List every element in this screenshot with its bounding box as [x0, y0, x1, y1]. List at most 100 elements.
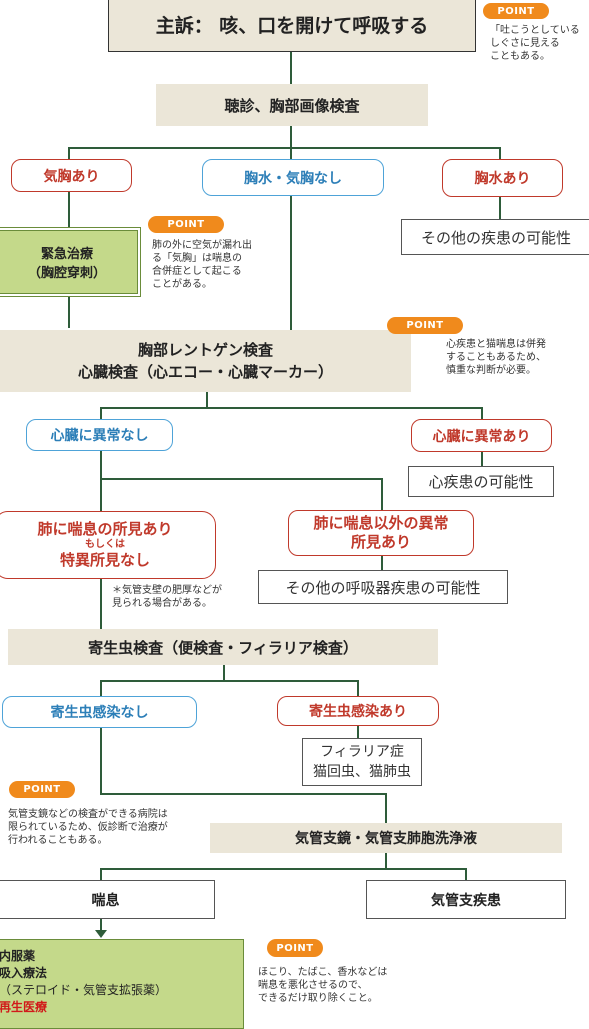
result-label: 寄生虫感染あり [309, 704, 407, 720]
connector [206, 392, 208, 408]
connector [481, 452, 483, 466]
connector [68, 147, 70, 159]
connector [223, 665, 225, 681]
outcome-label: 心疾患の可能性 [428, 473, 534, 491]
point-tag: POINT [387, 317, 463, 334]
point-label: POINT [276, 942, 314, 954]
exam-step-bronchoscopy: 気管支鏡・気管支肺胞洗浄液 [210, 823, 562, 853]
connector [290, 196, 292, 330]
point-note: 肺の外に空気が漏れ出 る「気胸」は喘息の 合併症として起こる ことがある。 [152, 240, 252, 290]
result-pneumothorax: 気胸あり [11, 159, 132, 192]
connector [290, 52, 292, 84]
exam-step-parasite: 寄生虫検査（便検査・フィラリア検査） [8, 629, 438, 665]
connector [381, 478, 383, 510]
point-note: ほこり、たばこ、香水などは 喘息を悪化させるので、 できるだけ取り除くこと。 [258, 967, 388, 1004]
connector [290, 126, 292, 148]
result-parasite-positive: 寄生虫感染あり [277, 696, 439, 726]
connector [357, 680, 359, 696]
point-note: 「吐こうとしている しぐさに見える こともある。 [490, 25, 580, 62]
connector [100, 868, 102, 880]
result-label: 胸水あり [474, 171, 531, 187]
point-label: POINT [23, 784, 61, 795]
result-heart-abnormal: 心臓に異常あり [411, 419, 552, 452]
connector [499, 147, 501, 159]
connector [68, 147, 500, 149]
connector [100, 728, 102, 794]
exam-step-xray-heart: 胸部レントゲン検査 心臓検査（心エコー・心臓マーカー） [0, 330, 411, 392]
point-label: POINT [406, 320, 444, 331]
connector [100, 451, 102, 511]
result-label: 特異所見なし [59, 551, 150, 569]
connector [100, 680, 358, 682]
connector [100, 579, 102, 629]
point-tag: POINT [267, 939, 323, 957]
connector [381, 556, 383, 570]
connector [68, 192, 70, 230]
arrow-down-icon [95, 930, 107, 938]
result-label: 心臓に異常あり [432, 428, 531, 445]
exam-step-label: 寄生虫検査（便検査・フィラリア検査） [88, 638, 358, 657]
outcome-label: フィラリア症 [320, 744, 404, 760]
result-label: 肺に喘息の所見あり [37, 520, 173, 538]
outcome-parasite-list: フィラリア症 猫回虫、猫肺虫 [302, 738, 422, 786]
point-note: 気管支鏡などの検査ができる病院は 限られているため、仮診断で治療が 行われること… [8, 809, 168, 846]
diagnosis-bronchial: 気管支疾患 [366, 880, 566, 919]
connector [100, 407, 482, 409]
point-label: POINT [497, 5, 535, 17]
bronchial-note: ＊気管支壁の肥厚などが 見られる場合がある。 [112, 585, 222, 609]
exam-step-label: 心臓検査（心エコー・心臓マーカー） [77, 363, 333, 381]
result-lung-asthma: 肺に喘息の所見あり もしくは 特異所見なし [0, 511, 216, 579]
connector [68, 294, 70, 328]
treatment-item: 吸入療法 [0, 966, 48, 980]
result-no-effusion: 胸水・気胸なし [202, 159, 384, 196]
outcome-other-disease: その他の疾患の可能性 [401, 219, 589, 255]
treatment-label: 緊急治療 [40, 247, 93, 262]
outcome-respiratory-other: その他の呼吸器疾患の可能性 [258, 570, 508, 604]
result-label: 所見あり [350, 533, 411, 551]
connector [481, 407, 483, 419]
connector [290, 147, 292, 159]
result-label: 寄生虫感染なし [50, 705, 149, 721]
connector [465, 868, 467, 880]
connector [100, 868, 466, 870]
connector [100, 919, 102, 931]
chief-complaint-text: 主訴： 咳、口を開けて呼吸する [155, 14, 429, 37]
result-label: 気胸あり [43, 168, 100, 185]
exam-step-auscultation: 聴診、胸部画像検査 [156, 84, 428, 126]
treatment-item: （ステロイド・気管支拡張薬） [0, 983, 168, 997]
outcome-label: 猫回虫、猫肺虫 [313, 764, 411, 780]
connector [100, 793, 386, 795]
connector [385, 853, 387, 869]
result-label: 肺に喘息以外の異常 [313, 514, 449, 532]
diagnosis-asthma: 喘息 [0, 880, 215, 919]
exam-step-label: 聴診、胸部画像検査 [224, 96, 360, 115]
result-heart-normal: 心臓に異常なし [26, 419, 173, 451]
result-parasite-negative: 寄生虫感染なし [2, 696, 197, 728]
point-tag: POINT [483, 3, 549, 19]
outcome-heart-disease: 心疾患の可能性 [408, 466, 554, 497]
outcome-label: その他の疾患の可能性 [420, 228, 571, 247]
point-label: POINT [167, 219, 205, 230]
treatment-item: 再生医療 [0, 1000, 48, 1014]
diagnosis-label: 喘息 [91, 892, 120, 909]
connector [100, 680, 102, 696]
treatment-asthma: 内服薬 吸入療法 （ステロイド・気管支拡張薬） 再生医療 [0, 939, 244, 1029]
result-label: 胸水・気胸なし [244, 170, 342, 187]
connector [100, 407, 102, 419]
result-pleural-effusion: 胸水あり [442, 159, 563, 197]
connector [499, 197, 501, 219]
exam-step-label: 気管支鏡・気管支肺胞洗浄液 [295, 831, 477, 847]
result-label: もしくは [85, 539, 125, 550]
chief-complaint: 主訴： 咳、口を開けて呼吸する [108, 0, 476, 52]
treatment-item: 内服薬 [0, 949, 36, 963]
outcome-label: その他の呼吸器疾患の可能性 [285, 578, 481, 597]
point-note: 心疾患と猫喘息は併発 することもあるため、 慎重な判断が必要。 [446, 339, 546, 376]
connector [100, 478, 382, 480]
treatment-label: （胸腔穿刺） [27, 266, 106, 281]
point-tag: POINT [148, 216, 224, 233]
point-tag: POINT [9, 781, 75, 798]
result-label: 心臓に異常なし [50, 428, 149, 444]
exam-step-label: 胸部レントゲン検査 [137, 341, 273, 359]
connector [385, 793, 387, 823]
result-lung-other: 肺に喘息以外の異常 所見あり [288, 510, 474, 556]
